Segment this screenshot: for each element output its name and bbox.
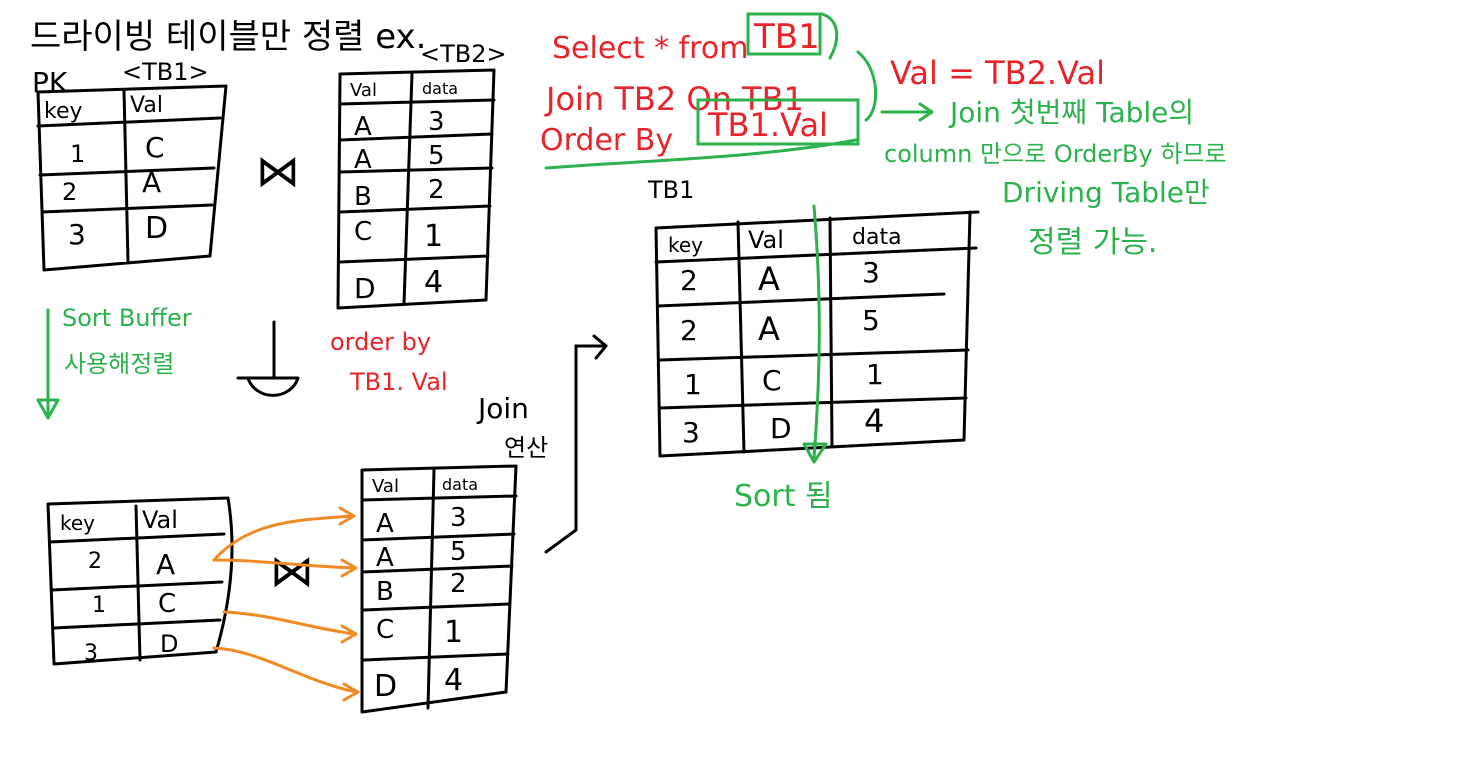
result-table: key Val data 2 A 3 2 A 5 1 C 1 3 D 4 [654, 210, 980, 458]
tb2-bottom-table: Val data A 3 A 5 B 2 C 1 D 4 [360, 464, 518, 714]
explain-line2: column 만으로 OrderBy 하므로 [884, 140, 1227, 168]
cell: C [354, 217, 372, 247]
sort-done-label: Sort 됨 [734, 479, 833, 514]
cell: 4 [424, 265, 443, 300]
cell: A [354, 112, 372, 142]
sql-line3: Order By [540, 123, 673, 158]
sort-note-line1: Sort Buffer [62, 304, 192, 332]
cell: 1 [684, 368, 702, 401]
cell: C [158, 589, 176, 619]
sql-underline-bracket [544, 12, 878, 170]
sql-line1: Select * from [552, 31, 748, 66]
explain-arrow [880, 102, 934, 122]
sql-tb1-boxed: TB1 [753, 17, 820, 57]
cell: 2 [88, 549, 102, 574]
sort-terminal-symbol [236, 320, 300, 397]
sort-down-arrow [36, 308, 60, 420]
cell: A [354, 145, 372, 175]
header-cell: Val [142, 506, 178, 534]
tb2-top-table: Val data A 3 A 5 B 2 C 1 D 4 [336, 68, 496, 310]
explain-line1: Join 첫번째 Table의 [948, 96, 1194, 129]
cell: 5 [862, 304, 880, 337]
cell: 5 [450, 537, 467, 567]
cell: 3 [84, 641, 98, 666]
cell: A [376, 509, 394, 539]
cell: D [770, 412, 792, 445]
cell: 2 [680, 314, 698, 347]
header-cell: Val [372, 476, 399, 497]
join-op-line1: Join [476, 392, 529, 425]
order-note-line2: TB1. Val [349, 368, 448, 396]
header-cell: data [442, 475, 478, 494]
cell: 2 [428, 175, 445, 205]
cell: C [762, 364, 782, 397]
cell: 2 [62, 178, 77, 206]
header-cell: key [60, 511, 95, 535]
sort-note-line2: 사용해정렬 [64, 350, 174, 378]
tb1-top-table: key Val 1 C 2 A 3 D [36, 84, 228, 272]
result-title: TB1 [647, 176, 694, 204]
header-cell: Val [130, 93, 163, 118]
header-cell: Val [350, 80, 377, 101]
header-cell: key [44, 99, 83, 124]
explain-line3: Driving Table만 [1002, 176, 1210, 209]
cell: 2 [450, 569, 467, 599]
tb2-tag: <TB2> [420, 40, 507, 68]
join-op-line2: 연산 [504, 434, 548, 462]
cell: A [376, 543, 394, 573]
sql-line2-cont: Val = TB2.Val [890, 54, 1105, 92]
cell: A [156, 548, 175, 581]
cell: 4 [864, 402, 884, 440]
page-title: 드라이빙 테이블만 정렬 ex. [30, 17, 426, 57]
cell: C [376, 615, 394, 645]
cell: D [354, 272, 376, 305]
cell: C [145, 131, 165, 164]
header-cell: key [668, 233, 703, 257]
header-cell: Val [748, 226, 784, 254]
cell: 3 [862, 256, 880, 289]
cell: A [142, 166, 161, 199]
cell: D [374, 669, 397, 704]
tb1-tag: <TB1> [122, 58, 209, 86]
cell: A [758, 260, 780, 298]
cell: 3 [450, 503, 467, 533]
cell: D [160, 630, 178, 658]
cell: 3 [682, 416, 700, 449]
sort-arrow [802, 204, 828, 464]
cell: B [376, 577, 394, 607]
join-symbol: ⋈ [270, 546, 314, 597]
cell: 3 [68, 218, 86, 251]
order-column-highlight-box [696, 98, 860, 146]
join-symbol: ⋈ [256, 146, 300, 197]
order-note-line1: order by [330, 328, 431, 356]
join-match-arrows [212, 506, 360, 702]
tb1-sorted-table: key Val 2 A 1 C 3 D [46, 496, 234, 666]
cell: 5 [428, 141, 445, 171]
cell: 1 [866, 358, 884, 391]
join-flow-arrow [544, 334, 609, 554]
header-cell: data [852, 225, 902, 250]
cell: B [354, 182, 372, 212]
cell: D [145, 211, 168, 246]
tb1-highlight-box [746, 12, 822, 56]
cell: A [758, 310, 780, 348]
explain-line4: 정렬 가능. [1028, 225, 1157, 260]
cell: 4 [444, 663, 463, 698]
cell: 1 [92, 593, 106, 618]
cell: 3 [428, 107, 445, 137]
cell: 1 [424, 219, 443, 254]
cell: 1 [70, 140, 85, 168]
cell: 2 [680, 264, 698, 297]
cell: 1 [444, 615, 463, 650]
header-cell: data [422, 79, 458, 98]
sql-order-column: TB1.Val [707, 106, 828, 144]
